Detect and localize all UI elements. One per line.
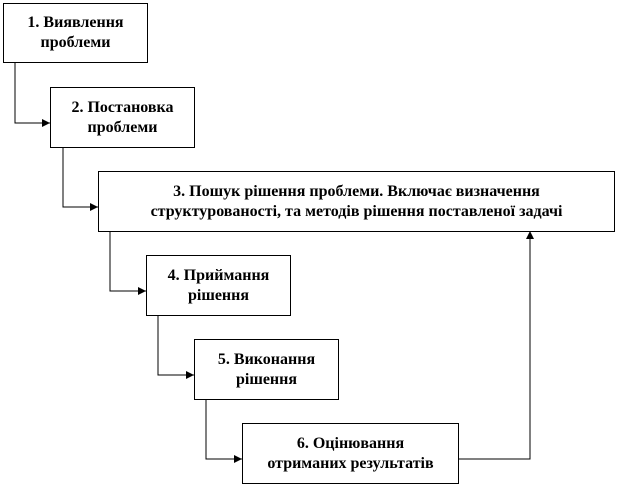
step-2-label: 2. Постановка проблеми: [71, 98, 174, 136]
edge-2-3: [62, 147, 98, 211]
step-1-box: 1. Виявлення проблеми: [3, 3, 148, 63]
step-6-label: 6. Оцінювання отриманих результатів: [267, 434, 434, 472]
step-4-box: 4. Приймання рішення: [146, 255, 291, 316]
step-2-box: 2. Постановка проблеми: [50, 87, 195, 148]
step-1-label: 1. Виявлення проблеми: [27, 14, 124, 51]
step-3-label: 3. Пошук рішення проблеми. Включає визна…: [150, 182, 563, 220]
step-3-box: 3. Пошук рішення проблеми. Включає визна…: [98, 171, 615, 232]
step-6-box: 6. Оцінювання отриманих результатів: [242, 423, 459, 484]
step-5-box: 5. Виконання рішення: [194, 339, 339, 400]
edge-5-6: [205, 399, 242, 463]
step-4-label: 4. Приймання рішення: [167, 266, 270, 304]
step-5-label: 5. Виконання рішення: [217, 350, 316, 388]
edge-3-4: [109, 231, 146, 295]
edge-4-5: [157, 315, 194, 379]
edge-1-2: [14, 62, 50, 127]
edge-6-3-feedback: [458, 231, 534, 460]
